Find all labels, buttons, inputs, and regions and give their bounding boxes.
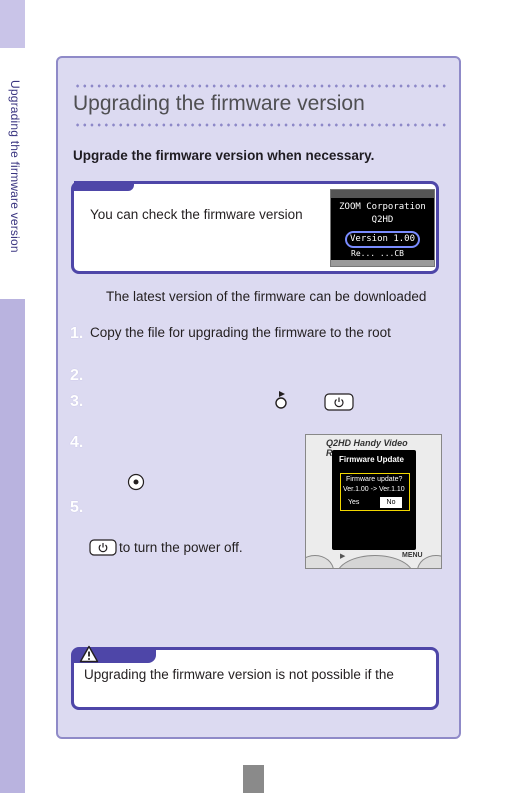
play-button-icon [275,391,287,409]
dialog-versions: Ver.1.00 -> Ver.1.10 [343,486,405,493]
caution-text: Upgrading the firmware version is not po… [84,667,394,682]
firmware-update-title: Firmware Update [339,455,404,464]
firmware-update-screen-image: Q2HD Handy Video Recorder Firmware Updat… [305,434,442,569]
step-number: 1. [70,325,84,342]
side-tab-lower [0,299,25,793]
step-number: 3. [70,393,84,410]
warning-icon [79,645,99,663]
dialog-question: Firmware update? [346,476,403,483]
dotted-divider-top [74,84,448,88]
device-menu-label: MENU [402,552,423,559]
device-left-button [306,555,334,568]
power-button-icon [324,393,354,411]
device-screen [332,450,416,550]
screen-model: Q2HD [371,215,394,225]
side-tab-active-section[interactable] [0,52,25,295]
note-tab [74,181,134,191]
power-button-icon [89,539,117,556]
step-number: 4. [70,434,84,451]
version-screen-image: ZOOM Corporation Q2HD Version 1.00 Re...… [330,189,435,267]
firmware-update-dialog [340,473,410,511]
caution-box [71,647,439,710]
page-subtitle: Upgrade the firmware version when necess… [73,148,375,163]
page-number-tab [243,765,264,793]
side-tab-top [0,0,25,48]
side-tab-label: Upgrading the firmware version [8,80,22,253]
screen-bottom-strip [331,260,434,266]
screen-top-strip [331,190,434,198]
screen-company: ZOOM Corporation [339,202,426,212]
step-1-text: Copy the file for upgrading the firmware… [90,325,391,340]
screen-version: Version 1.00 [345,231,420,248]
side-tab-gap [0,48,25,52]
select-button-icon [127,473,145,491]
page-title: Upgrading the firmware version [73,92,365,115]
step-number: 2. [70,367,84,384]
screen-line4: Re... ...CB [351,249,404,258]
dotted-divider-bottom [74,123,448,127]
dialog-no-option: No [380,497,402,508]
side-tab-gap [0,295,25,299]
latest-version-text: The latest version of the firmware can b… [106,289,427,304]
content-panel [56,56,461,739]
step-number: 5. [70,499,84,516]
note-text: You can check the firmware version [90,207,303,222]
dialog-yes-option: Yes [348,499,360,506]
step-5-power-text: to turn the power off. [119,540,243,555]
play-icon: ▶ [340,553,346,560]
side-tab [0,0,25,793]
